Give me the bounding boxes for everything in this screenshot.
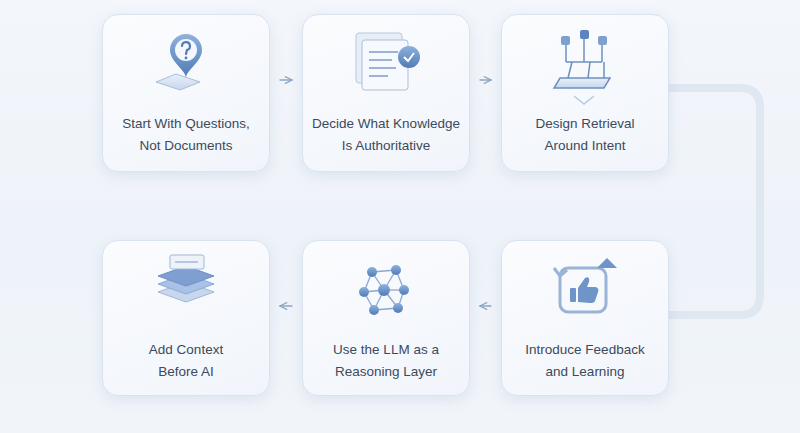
step-label: Design Retrieval Around Intent <box>525 113 645 157</box>
step-label: Start With Questions, Not Documents <box>111 113 261 157</box>
step-card: Decide What Knowledge Is Authoritative <box>302 14 470 172</box>
flow-arrow <box>480 305 491 306</box>
step-card: Add Context Before AI <box>102 240 270 396</box>
step-card: Design Retrieval Around Intent <box>501 14 669 172</box>
step-card: Use the LLM as a Reasoning Layer <box>302 240 470 396</box>
step-label: Introduce Feedback and Learning <box>520 339 650 383</box>
step-card: Introduce Feedback and Learning <box>501 240 669 396</box>
step-label: Use the LLM as a Reasoning Layer <box>326 339 446 383</box>
step-label: Add Context Before AI <box>140 339 232 383</box>
step-label: Decide What Knowledge Is Authoritative <box>310 113 462 157</box>
flow-arrow <box>280 79 292 80</box>
flow-arrow <box>480 79 491 80</box>
step-card: Start With Questions, Not Documents <box>102 14 270 172</box>
flow-arrow <box>669 88 760 315</box>
flow-arrow <box>280 305 292 306</box>
